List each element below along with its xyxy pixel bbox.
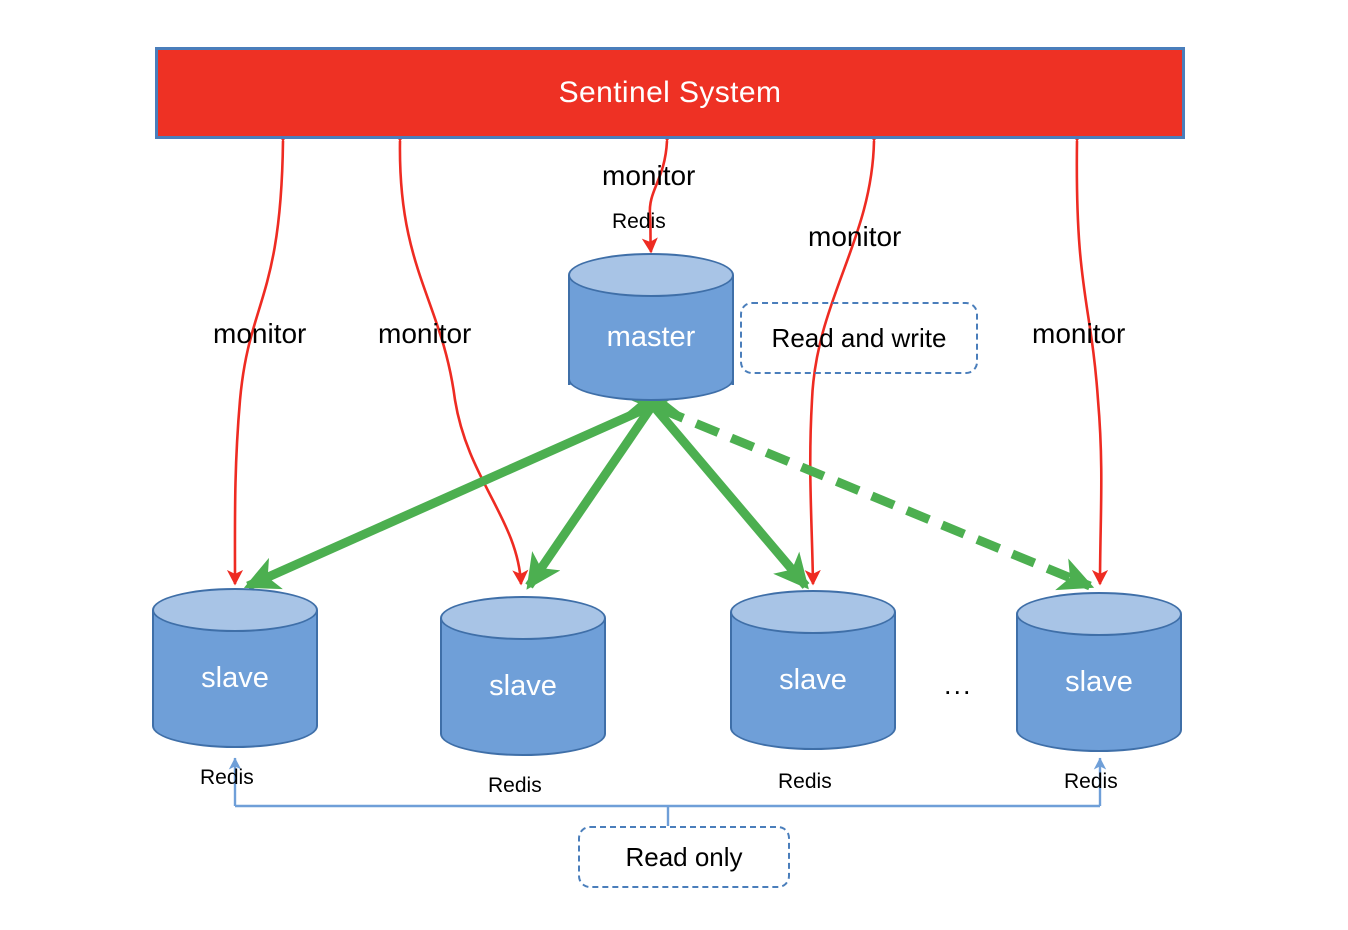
slave-node-3[interactable]: slave <box>730 590 896 752</box>
slave-4-cylinder-top <box>1016 592 1182 636</box>
slave-node-2[interactable]: slave <box>440 596 606 758</box>
read-and-write-callout: Read and write <box>740 302 978 374</box>
master-node[interactable]: master <box>568 253 734 403</box>
monitor-label-slave-1: monitor <box>213 318 307 349</box>
replication-link-group <box>243 374 810 591</box>
monitor-label-slave-2: monitor <box>378 318 472 349</box>
monitor-label-master: monitor <box>602 160 696 191</box>
monitor-link-master <box>641 126 676 254</box>
redis-label-slave-2: Redis <box>488 774 542 797</box>
monitor-label-slave-3: monitor <box>808 221 902 252</box>
slave-1-label: slave <box>201 662 269 694</box>
redis-label-slave-1: Redis <box>200 766 254 789</box>
monitor-link-slave-4 <box>1069 126 1109 586</box>
slave-4-label: slave <box>1065 666 1133 698</box>
redis-label-slave-3: Redis <box>778 770 832 793</box>
slave-3-label: slave <box>779 664 847 696</box>
monitor-label-slave-4: monitor <box>1032 318 1126 349</box>
slave-2-label: slave <box>489 670 557 702</box>
replication-link-slave-4 <box>626 381 1095 591</box>
sentinel-system-bar[interactable]: Sentinel System <box>155 47 1185 139</box>
slave-node-1[interactable]: slave <box>152 588 318 750</box>
slave-3-cylinder-top <box>730 590 896 634</box>
replication-link-slave-1 <box>243 380 680 591</box>
read-only-callout: Read only <box>578 826 790 888</box>
sentinel-system-label: Sentinel System <box>558 76 782 109</box>
slaves-ellipsis: ... <box>944 670 973 700</box>
redis-label-slave-4: Redis <box>1064 770 1118 793</box>
read-only-label: Read only <box>625 841 743 872</box>
monitor-link-slave-2 <box>392 126 529 586</box>
redis-label-master: Redis <box>612 210 666 233</box>
master-cylinder-top <box>568 253 734 297</box>
slave-node-4[interactable]: slave <box>1016 592 1182 754</box>
replication-link-slave-2 <box>525 374 682 590</box>
read-and-write-label: Read and write <box>771 322 947 353</box>
monitor-link-slave-1 <box>226 126 292 586</box>
master-label: master <box>606 321 696 353</box>
slave-1-cylinder-top <box>152 588 318 632</box>
slave-2-cylinder-top <box>440 596 606 640</box>
replication-link-slave-3 <box>623 374 810 590</box>
